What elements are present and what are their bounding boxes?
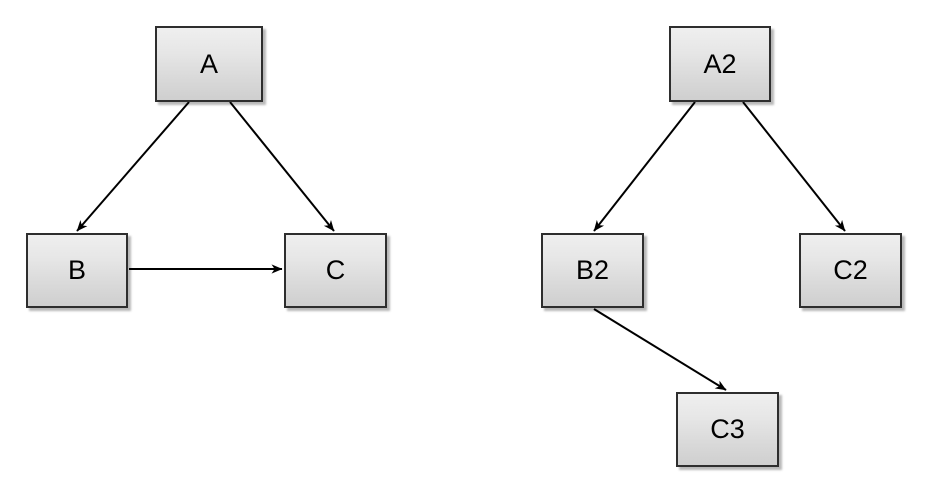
node-label: A2: [703, 48, 737, 79]
node-label: B2: [575, 255, 610, 285]
node-label: C2: [833, 255, 868, 285]
edge-b2-c3: [593, 308, 727, 391]
node-label: C3: [710, 414, 745, 444]
node-c[interactable]: C: [284, 233, 387, 308]
edges-group: [76, 101, 846, 391]
node-label: C: [325, 255, 346, 285]
node-a[interactable]: A: [155, 26, 263, 102]
edge-a-b: [76, 101, 190, 232]
node-c2[interactable]: C2: [799, 233, 902, 308]
edge-a2-c2: [742, 101, 846, 232]
node-label: B: [67, 255, 86, 285]
node-a2[interactable]: A2: [669, 26, 771, 102]
edge-a-c: [229, 101, 335, 232]
node-b2[interactable]: B2: [541, 233, 644, 308]
node-b[interactable]: B: [26, 233, 128, 308]
node-c3[interactable]: C3: [676, 392, 779, 467]
edge-a2-b2: [593, 101, 696, 232]
node-label: A: [199, 48, 218, 79]
